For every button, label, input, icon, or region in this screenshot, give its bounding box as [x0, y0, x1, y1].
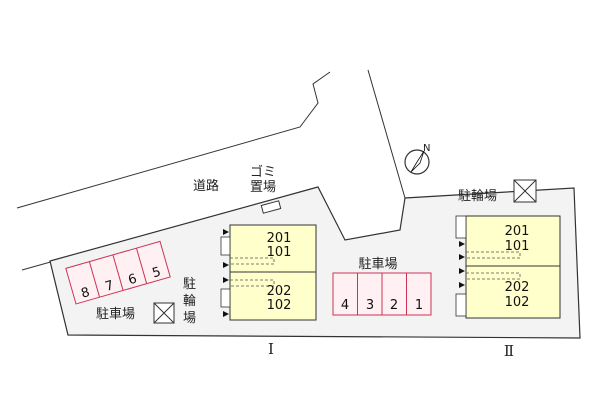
bicycle-west-label-2: 輪 [183, 293, 196, 309]
unit-number: 202 [505, 280, 530, 295]
parking-space-number: 1 [415, 298, 423, 313]
parking-space-number: 6 [127, 272, 139, 289]
entrance-arrow-icon [223, 229, 229, 235]
north-compass-icon: N [404, 143, 430, 175]
bicycle-east-cross [513, 179, 537, 203]
parking-west: 8 7 6 5 [65, 240, 171, 305]
compass-needle-light [410, 150, 425, 173]
parking-space-number: 5 [151, 265, 163, 282]
garbage-area: ゴミ 置場 [250, 164, 282, 214]
unit-number: 102 [505, 295, 530, 310]
entrance-arrow-icon [223, 262, 229, 268]
unit-number: 202 [267, 284, 292, 299]
building-1: 201 101 202 102 [220, 224, 317, 321]
parking-west-label: 駐車場 [96, 307, 135, 322]
parking-center-label: 駐車場 [358, 257, 397, 272]
building-1-stair [230, 257, 275, 287]
bicycle-east: 駐輪場 [458, 179, 537, 204]
parking-space-number: 3 [366, 298, 374, 313]
entrance-arrow-icon [223, 311, 229, 317]
unit-number: 102 [267, 298, 292, 313]
entrance-arrow-icon [223, 277, 229, 283]
unit-number: 101 [505, 239, 530, 254]
parking-space-number: 8 [79, 285, 91, 302]
building-1-porch [220, 288, 231, 308]
unit-number: 201 [505, 224, 530, 239]
entrance-arrow-icon [459, 254, 465, 260]
building-2-porch [455, 293, 467, 317]
building-2-name: Ⅱ [504, 342, 514, 360]
north-letter: N [423, 143, 430, 154]
road-label: 道路 [193, 178, 219, 194]
entrance-arrow-icon [459, 282, 465, 288]
parking-divider [135, 247, 148, 284]
garbage-label-line1: ゴミ [250, 164, 276, 180]
entrance-arrow-icon [459, 268, 465, 274]
garbage-label-line2: 置場 [250, 180, 276, 195]
building-2-porch [455, 215, 467, 239]
parking-space-number: 7 [103, 278, 115, 295]
parking-space-number: 2 [390, 298, 398, 313]
parking-center: 駐車場 4 3 2 1 [332, 257, 432, 316]
building-1-name: Ⅰ [268, 340, 274, 358]
bicycle-west: 駐 輪 場 [153, 277, 196, 326]
bicycle-east-label: 駐輪場 [458, 188, 497, 204]
unit-number: 201 [267, 231, 292, 246]
building-2: 201 101 202 102 [455, 215, 561, 319]
road-edge-right [367, 69, 406, 199]
entrance-arrow-icon [459, 241, 465, 247]
parking-space-number: 4 [341, 298, 349, 313]
bicycle-west-label-3: 場 [183, 311, 196, 326]
garbage-bin [260, 200, 282, 214]
building-2-body [465, 215, 561, 319]
building-2-stair [466, 251, 521, 280]
bicycle-west-cross [153, 302, 175, 324]
unit-number: 101 [267, 245, 292, 260]
building-1-porch [220, 236, 231, 256]
road-edge-upper [16, 71, 331, 209]
parking-divider [112, 254, 124, 291]
parking-divider [88, 261, 101, 298]
bicycle-west-label-1: 駐 [183, 277, 196, 292]
